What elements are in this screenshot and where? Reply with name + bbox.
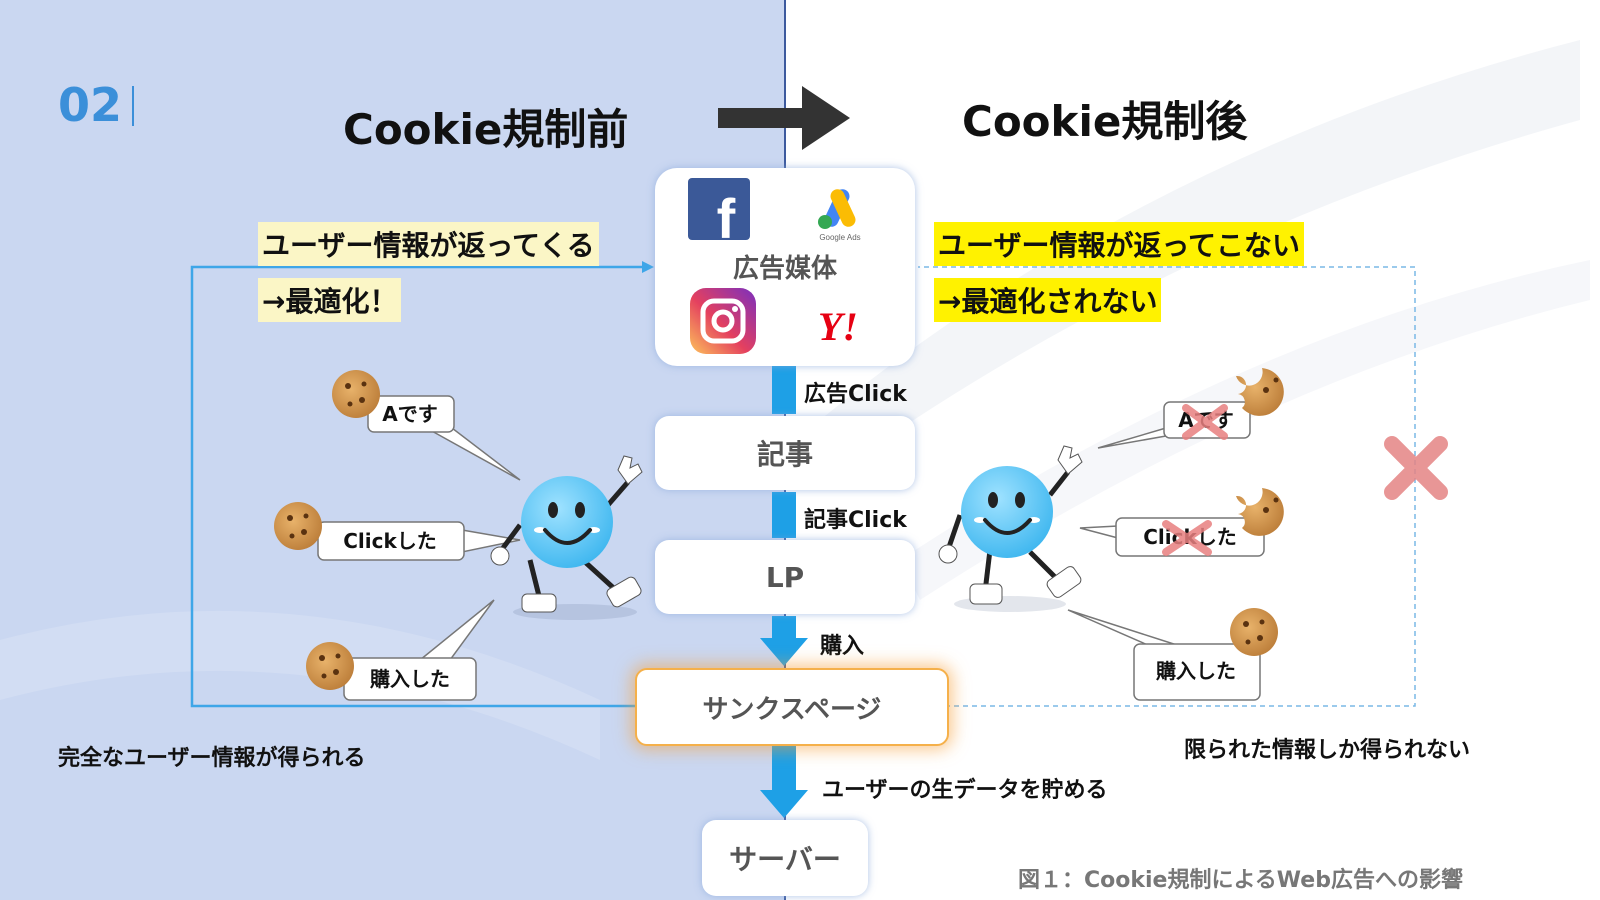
ad-click-label: 広告Click [804,382,907,407]
figure-caption: 図１：Cookie規制によるWeb広告への影響 [1018,868,1463,893]
article-box: 記事 [655,416,915,490]
right-bubble-purchase: 購入した [1067,609,1261,701]
left-cookie-click [274,502,322,550]
svg-text:Google Ads: Google Ads [819,233,860,242]
thanks-page-box: サンクスページ [635,668,949,746]
right-mascot [938,445,1083,612]
title-before: Cookie規制前 [343,105,629,154]
ad-media-label: 広告媒体 [732,254,837,284]
svg-text:Clickした: Clickした [343,529,437,553]
left-cookie-a [332,370,380,418]
left-bubble-click: Clickした [317,521,521,561]
right-highlight-not-optimized: →最適化されない [934,278,1162,322]
flow-bar-purchase [772,616,796,640]
flow-arrowhead-purchase [760,638,808,666]
right-scene: Aです Clickした 購入した [938,368,1448,701]
feedback-arrowhead [642,261,654,273]
cross-icon [1162,520,1212,556]
slide-number: 02 [58,78,123,132]
store-data-label: ユーザーの生データを貯める [822,778,1108,803]
flow-bar-store [772,742,796,792]
right-cookie-a-bitten [1236,368,1284,416]
transition-arrow-icon [718,86,850,150]
purchase-label: 購入 [820,634,865,659]
right-bubble-a: Aです [1097,401,1251,449]
instagram-icon [690,288,756,354]
left-bubble-a: Aです [367,395,521,481]
svg-text:Y!: Y! [818,304,858,348]
big-cross-icon [1384,436,1448,500]
left-bubble-purchase: 購入した [343,599,495,701]
left-panel-background [0,0,785,900]
svg-text:f: f [717,187,736,240]
flow-arrowhead-store [760,790,808,818]
right-highlight-no-return: ユーザー情報が返ってこない [934,222,1305,266]
facebook-icon: f [688,178,750,240]
right-caption: 限られた情報しか得られない [1184,738,1471,763]
flow-bar-article-click [772,492,796,538]
svg-text:Aです: Aです [382,402,437,426]
lp-box: LP [655,540,915,614]
svg-text:購入した: 購入した [370,667,450,691]
svg-text:購入した: 購入した [1156,659,1236,683]
feedback-line-left [190,265,650,708]
cross-icon [1182,404,1228,440]
right-cookie-purchase [1230,608,1278,656]
left-caption: 完全なユーザー情報が得られる [58,746,366,771]
slide-number-bar [132,86,134,126]
left-mascot [490,455,643,620]
left-highlight-optimized: →最適化！ [258,278,402,322]
left-highlight-returns: ユーザー情報が返ってくる [258,222,599,266]
title-after: Cookie規制後 [962,97,1248,146]
feedback-line-right-dashed [918,266,1416,707]
left-scene: Aです Clickした 購入した [274,370,643,701]
article-click-label: 記事Click [804,508,907,533]
server-box: サーバー [702,820,868,896]
right-bubble-click: Clickした [1079,517,1265,557]
left-cookie-purchase [306,642,354,690]
flow-bar-ad-click [772,366,796,414]
right-cookie-click-bitten [1236,488,1284,536]
yahoo-icon: Y! [818,304,858,348]
google-ads-icon: Google Ads [818,189,861,242]
